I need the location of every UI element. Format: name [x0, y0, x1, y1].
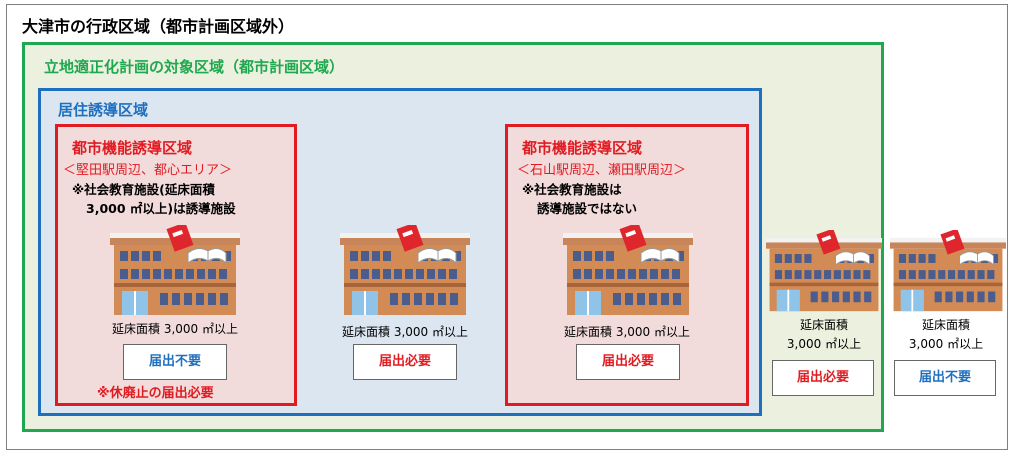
urban-zone-1-footnote: ※休廃止の届出必要 [97, 386, 214, 401]
plan-floor-area-line2: 3,000 ㎡以上 [786, 337, 862, 351]
urban-zone-1-floor-area: 延床面積 3,000 ㎡以上 [112, 322, 238, 336]
urban-zone-1-note-line1: ※社会教育施設(延床面積 [72, 182, 215, 197]
residential-area-title: 居住誘導区域 [58, 101, 149, 119]
urban-zone-2-title: 都市機能誘導区域 [522, 139, 643, 157]
city-area-title: 大津市の行政区域（都市計画区域外） [22, 17, 295, 36]
urban-zone-2-note-line2: 誘導施設ではない [537, 201, 638, 216]
urban-zone-1-title: 都市機能誘導区域 [72, 139, 193, 157]
library-building-icon [563, 225, 693, 315]
outside-floor-area-line1: 延床面積 [921, 318, 970, 332]
outside-floor-area-line2: 3,000 ㎡以上 [908, 337, 984, 351]
library-building-icon [890, 230, 1006, 312]
library-building-icon [110, 225, 240, 315]
urban-zone-1-badge: 届出不要 [123, 344, 227, 380]
plan-area-title: 立地適正化計画の対象区域（都市計画区域） [44, 58, 345, 76]
residential-floor-area: 延床面積 3,000 ㎡以上 [342, 325, 468, 339]
library-building-icon [340, 225, 470, 315]
urban-zone-2-note-line1: ※社会教育施設は [522, 182, 622, 197]
urban-zone-2-badge: 届出必要 [576, 344, 680, 380]
plan-floor-area-line1: 延床面積 [799, 318, 848, 332]
urban-zone-2-floor-area: 延床面積 3,000 ㎡以上 [564, 325, 690, 339]
urban-zone-1-note-line2: 3,000 ㎡以上)は誘導施設 [86, 201, 236, 216]
urban-zone-1-subtitle: ＜堅田駅周辺、都心エリア＞ [63, 163, 233, 178]
library-building-icon [766, 230, 882, 312]
urban-zone-2-subtitle: ＜石山駅周辺、瀬田駅周辺＞ [517, 163, 687, 178]
plan-badge: 届出必要 [772, 360, 874, 396]
outside-badge: 届出不要 [894, 360, 996, 396]
residential-badge: 届出必要 [353, 344, 457, 380]
